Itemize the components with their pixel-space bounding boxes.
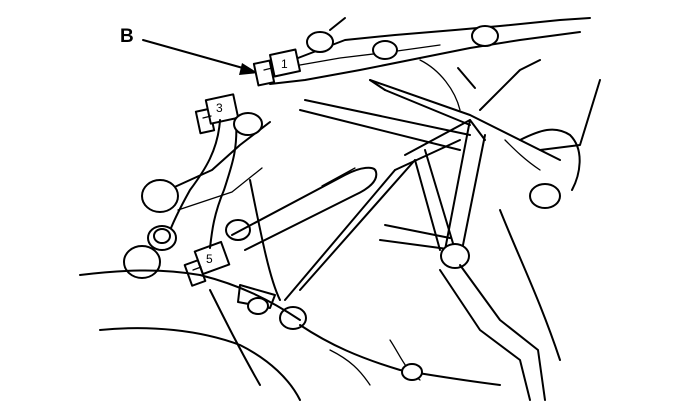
- callout-arrow: [142, 39, 258, 75]
- injector-connector-3: 3: [194, 93, 240, 135]
- connector-label-5: 5: [206, 252, 213, 266]
- connector-label-3: 3: [216, 101, 223, 115]
- manifold-boss: [231, 166, 378, 251]
- connector-label-1: 1: [281, 57, 288, 71]
- manifold-runners: [279, 59, 601, 330]
- intake-rail: [267, 17, 591, 85]
- engine-block: [79, 59, 581, 401]
- callout-label-b: B: [120, 26, 134, 47]
- injector-connector-5: 5: [183, 240, 231, 287]
- injector-connector-1: 1: [252, 48, 302, 87]
